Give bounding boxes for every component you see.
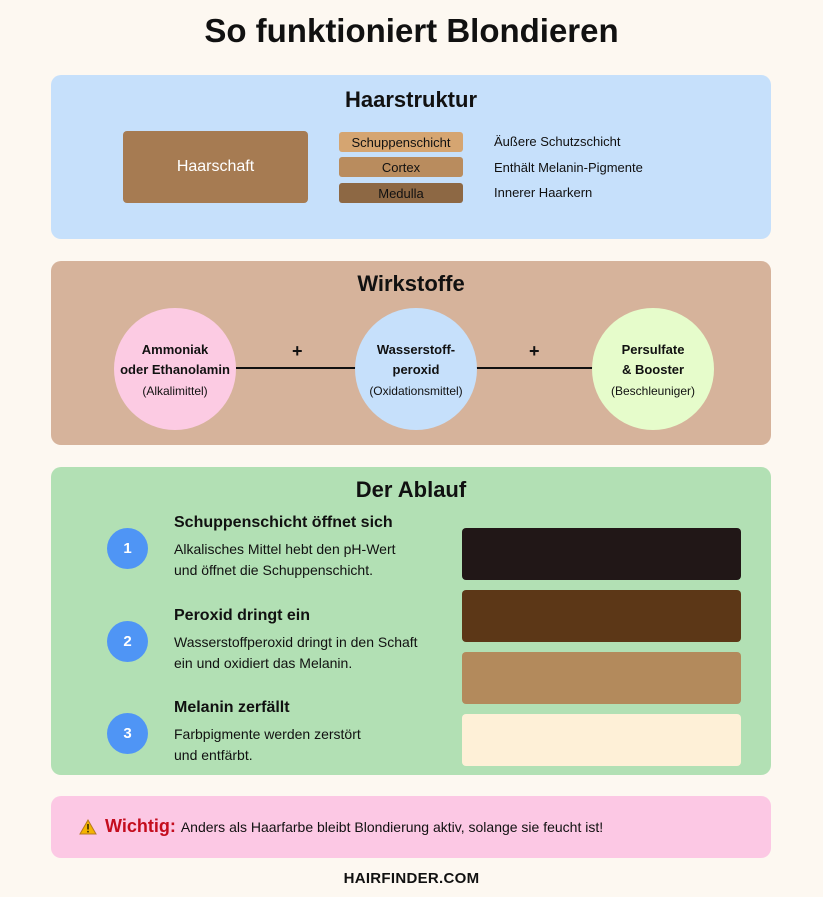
ingredients-panel: Wirkstoffe + + Ammoniak oder Ethanolamin… bbox=[51, 261, 771, 445]
step-number: 2 bbox=[107, 621, 148, 662]
ingredient-role: (Beschleuniger) bbox=[610, 384, 696, 398]
process-title: Der Ablauf bbox=[355, 477, 467, 502]
ingredients-title: Wirkstoffe bbox=[357, 271, 465, 296]
connector-line bbox=[236, 367, 356, 369]
ingredient-persulfate: Persulfate & Booster (Beschleuniger) bbox=[592, 308, 714, 430]
ingredient-role: (Alkalimittel) bbox=[142, 384, 208, 398]
note-panel: Wichtig: Anders als Haarfarbe bleibt Blo… bbox=[51, 796, 771, 858]
ingredient-alkali: Ammoniak oder Ethanolamin (Alkalimittel) bbox=[114, 308, 236, 430]
color-swatch-light-brown bbox=[462, 652, 741, 704]
ingredient-peroxide: Wasserstoff- peroxid (Oxidationsmittel) bbox=[355, 308, 477, 430]
hair-structure-panel: Haarstruktur Haarschaft Schuppenschicht … bbox=[51, 75, 771, 239]
color-swatch-brown bbox=[462, 590, 741, 642]
footer-brand: HAIRFINDER.COM bbox=[343, 870, 480, 887]
step-text: Wasserstoffperoxid dringt in den Schaft … bbox=[174, 634, 418, 671]
connector-line bbox=[476, 367, 596, 369]
ingredient-name: Persulfate & Booster bbox=[621, 342, 685, 377]
ingredient-role: (Oxidationsmittel) bbox=[369, 384, 463, 398]
step-title: Melanin zerfällt bbox=[174, 699, 290, 716]
layer-medulla: Medulla bbox=[339, 183, 463, 203]
plus-sign: + bbox=[292, 341, 303, 361]
layer-medulla-description: Innerer Haarkern bbox=[494, 185, 593, 200]
layer-cortex: Cortex bbox=[339, 157, 463, 177]
warning-icon bbox=[79, 818, 97, 835]
color-swatch-blonde bbox=[462, 714, 741, 766]
process-panel: Der Ablauf 1 Schuppenschicht öffnet sich… bbox=[51, 467, 771, 775]
step-title: Peroxid dringt ein bbox=[174, 607, 311, 624]
layer-cuticle: Schuppenschicht bbox=[339, 132, 463, 152]
layer-cuticle-description: Äußere Schutzschicht bbox=[494, 134, 621, 149]
plus-sign: + bbox=[529, 341, 540, 361]
hair-shaft-box: Haarschaft bbox=[123, 131, 308, 203]
step-text: Alkalisches Mittel hebt den pH-Wert und … bbox=[174, 541, 396, 578]
page-title: So funktioniert Blondieren bbox=[204, 12, 619, 49]
step-text: Farbpigmente werden zerstört und entfärb… bbox=[174, 726, 361, 763]
note-text: Anders als Haarfarbe bleibt Blondierung … bbox=[180, 818, 604, 835]
hair-structure-title: Haarstruktur bbox=[344, 87, 478, 112]
note-label: Wichtig: bbox=[105, 816, 176, 836]
color-swatch-dark bbox=[462, 528, 741, 580]
ingredient-name: Wasserstoff- peroxid bbox=[376, 342, 456, 377]
note-line: Wichtig: Anders als Haarfarbe bleibt Blo… bbox=[79, 816, 603, 837]
step-number: 1 bbox=[107, 528, 148, 569]
step-number: 3 bbox=[107, 713, 148, 754]
ingredient-name: Ammoniak oder Ethanolamin bbox=[120, 342, 230, 377]
layer-cortex-description: Enthält Melanin-Pigmente bbox=[494, 160, 643, 175]
step-title: Schuppenschicht öffnet sich bbox=[174, 514, 393, 531]
